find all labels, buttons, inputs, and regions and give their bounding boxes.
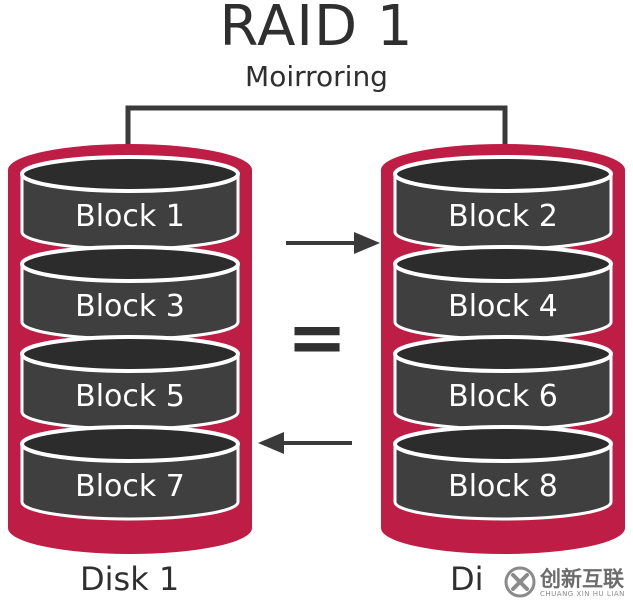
platter-top [393, 155, 613, 193]
diagram-title: RAID 1 [219, 0, 414, 59]
disk-2-block-1: Block 2 [393, 155, 613, 251]
platter-top [393, 335, 613, 373]
watermark-logo-icon [504, 566, 536, 598]
block-label: Block 1 [75, 199, 185, 234]
disk-2-block-4: Block 8 [393, 425, 613, 521]
disk-2-block-2: Block 4 [393, 245, 613, 341]
platter-top [20, 425, 240, 463]
watermark-text-en: CHUANG XIN HU LIAN [540, 590, 625, 598]
block-label: Block 4 [448, 289, 558, 324]
diagram-subtitle: Moirroring [245, 60, 388, 93]
block-label: Block 2 [448, 199, 558, 234]
disk-1-block-3: Block 5 [20, 335, 240, 431]
platter-body [20, 442, 240, 521]
platter-top [20, 155, 240, 193]
watermark: 创新互联 CHUANG XIN HU LIAN [484, 556, 633, 609]
arrow-left-icon [258, 432, 352, 454]
platter-body [393, 442, 613, 521]
equals-sign: = [287, 295, 347, 379]
disk-1-block-2: Block 3 [20, 245, 240, 341]
block-label: Block 6 [448, 379, 558, 414]
disk-1-block-1: Block 1 [20, 155, 240, 251]
disk-2-block-3: Block 6 [393, 335, 613, 431]
platter-top [393, 245, 613, 283]
disk-2-label: Di [450, 560, 484, 598]
platter-top [20, 335, 240, 373]
platter-top [393, 425, 613, 463]
block-label: Block 3 [75, 289, 185, 324]
disk-1-label: Disk 1 [80, 560, 180, 598]
disk-2: Block 2 Block 4 Block 6 Block 8 [381, 144, 625, 554]
block-label: Block 8 [448, 469, 558, 504]
arrow-right-icon [286, 232, 380, 254]
watermark-text-cn: 创新互联 [540, 567, 624, 591]
disk-1-block-4: Block 7 [20, 425, 240, 521]
mirror-connector-line [125, 105, 508, 172]
block-label: Block 5 [75, 379, 185, 414]
disk-1: Block 1 Block 3 Block 5 Block 7 [8, 144, 252, 554]
platter-top [20, 245, 240, 283]
block-label: Block 7 [75, 469, 185, 504]
